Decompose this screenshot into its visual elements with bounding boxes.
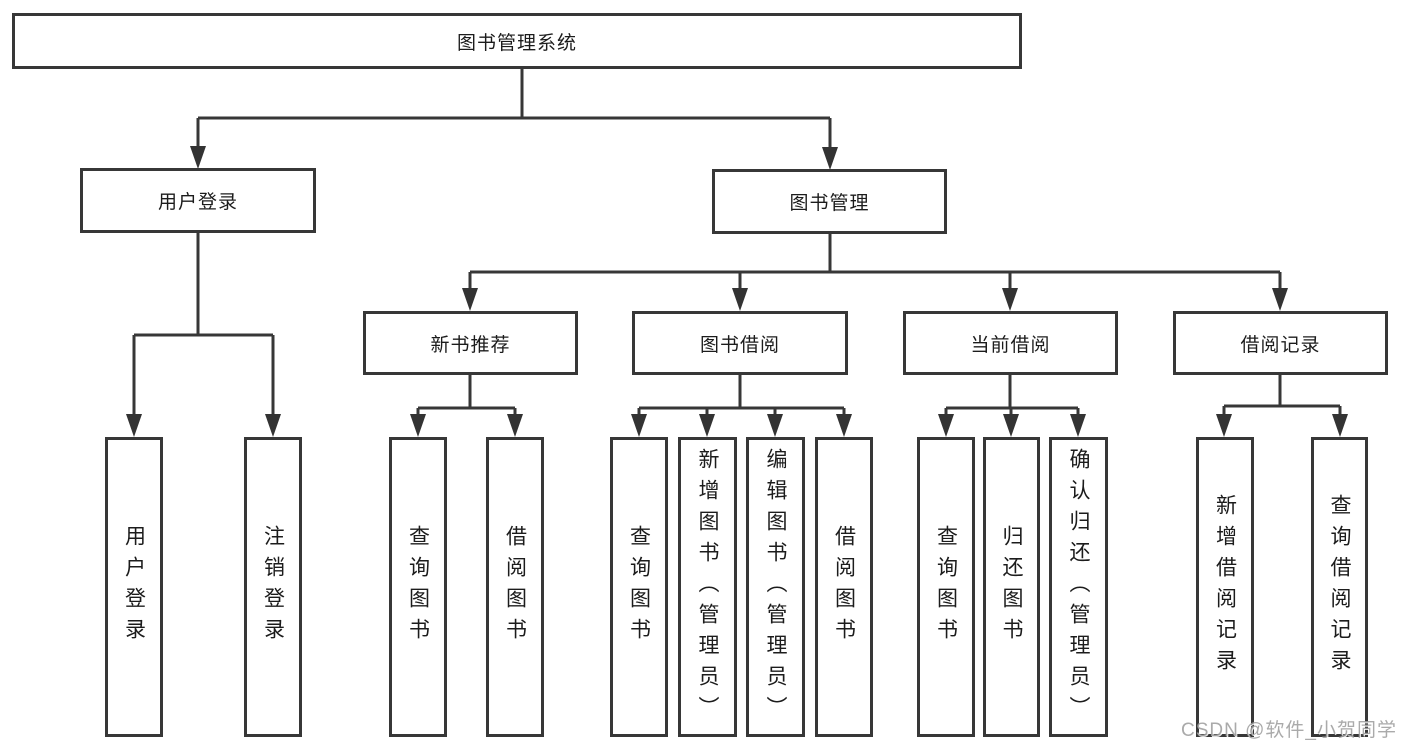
node-label: 当前借阅: [970, 334, 1051, 356]
node-label: 图书管理系统: [456, 32, 577, 54]
leaf-confirm-return-admin: 确认归还（管理员）: [1049, 437, 1108, 737]
arrow-down-icon: [126, 414, 142, 437]
leaf-user-login: 用户登录: [105, 437, 163, 737]
arrow-down-icon: [732, 288, 748, 311]
node-borrow-records: 借阅记录: [1173, 311, 1388, 375]
arrow-down-icon: [462, 288, 478, 311]
leaf-return-book: 归还图书: [983, 437, 1040, 737]
leaf-borrow-books-1: 借阅图书: [486, 437, 544, 737]
leaf-borrow-books-2: 借阅图书: [815, 437, 873, 737]
arrow-down-icon: [190, 146, 206, 169]
arrow-down-icon: [938, 414, 954, 437]
arrow-down-icon: [410, 414, 426, 437]
node-label: 查询图书: [934, 525, 958, 649]
node-label: 用户登录: [157, 192, 238, 213]
leaf-query-books-3: 查询图书: [917, 437, 975, 737]
node-label: 新增图书（管理员）: [696, 447, 719, 727]
watermark: CSDN @软件_小贺同学: [1181, 720, 1397, 741]
leaf-edit-book-admin: 编辑图书（管理员）: [746, 437, 805, 737]
node-label: 注销登录: [261, 525, 285, 649]
arrow-down-icon: [265, 414, 281, 437]
leaf-add-borrow-record: 新增借阅记录: [1196, 437, 1254, 737]
node-label: 查询借阅记录: [1328, 494, 1351, 680]
arrow-down-icon: [1272, 288, 1288, 311]
leaf-query-books-1: 查询图书: [389, 437, 447, 737]
leaf-add-book-admin: 新增图书（管理员）: [678, 437, 737, 737]
arrow-down-icon: [836, 414, 852, 437]
arrow-down-icon: [699, 414, 715, 437]
arrow-down-icon: [1216, 414, 1232, 437]
node-label: 新书推荐: [430, 334, 511, 356]
arrow-down-icon: [767, 414, 783, 437]
node-new-book-recommend: 新书推荐: [363, 311, 578, 375]
leaf-query-books-2: 查询图书: [610, 437, 668, 737]
node-label: 借阅图书: [503, 525, 527, 649]
arrow-down-icon: [507, 414, 523, 437]
node-label: 归还图书: [1000, 525, 1023, 649]
leaf-logout: 注销登录: [244, 437, 302, 737]
arrow-down-icon: [1332, 414, 1348, 437]
node-book-borrow: 图书借阅: [632, 311, 848, 375]
node-label: 图书管理: [789, 193, 870, 214]
node-label: 图书借阅: [699, 334, 780, 356]
node-root: 图书管理系统: [12, 13, 1022, 69]
arrow-down-icon: [1002, 288, 1018, 311]
node-user-login: 用户登录: [80, 168, 316, 233]
arrow-down-icon: [1003, 414, 1019, 437]
node-label: 新增借阅记录: [1213, 494, 1237, 680]
arrow-down-icon: [822, 147, 838, 170]
node-label: 查询图书: [627, 525, 651, 649]
leaf-query-borrow-record: 查询借阅记录: [1311, 437, 1368, 737]
node-book-management: 图书管理: [712, 169, 947, 234]
node-label: 确认归还（管理员）: [1067, 447, 1090, 727]
node-label: 编辑图书（管理员）: [764, 447, 787, 727]
node-label: 查询图书: [406, 525, 430, 649]
arrow-down-icon: [631, 414, 647, 437]
node-label: 借阅图书: [832, 525, 856, 649]
node-current-borrow: 当前借阅: [903, 311, 1118, 375]
node-label: 用户登录: [122, 525, 146, 649]
node-label: 借阅记录: [1240, 334, 1321, 356]
arrow-down-icon: [1070, 414, 1086, 437]
